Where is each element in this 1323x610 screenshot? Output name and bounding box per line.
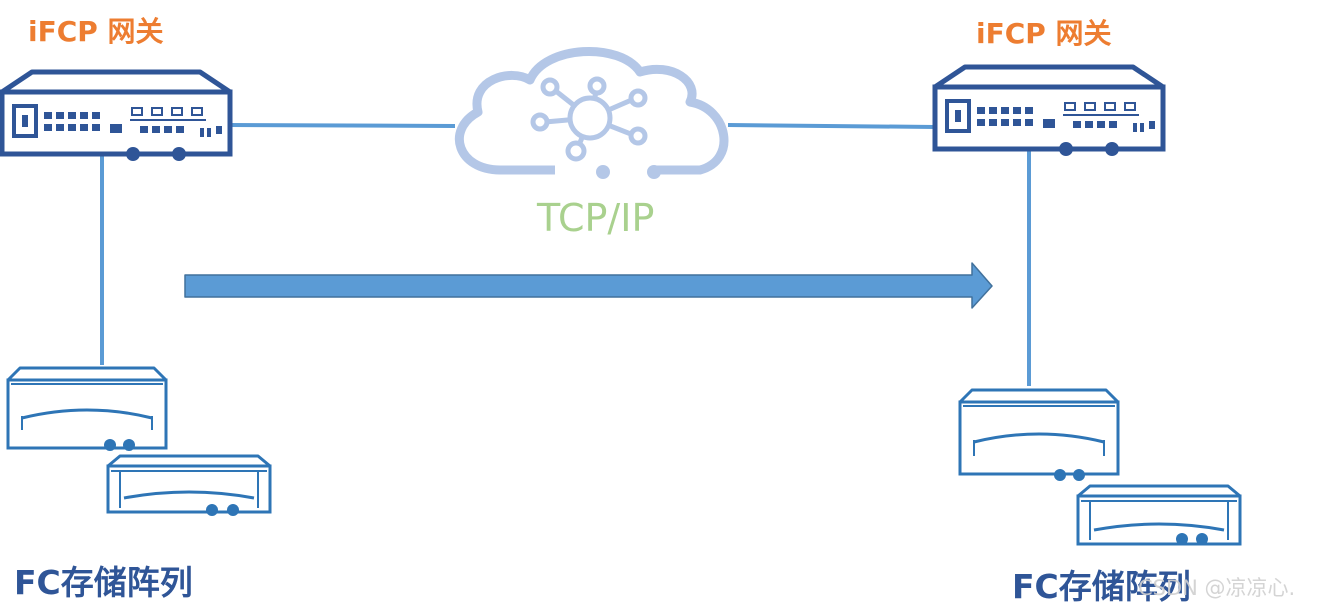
- network-label: TCP/IP: [537, 196, 655, 240]
- right-storage-label: FC存储阵列: [1012, 567, 1191, 606]
- watermark: CSDN @凉凉心.: [1138, 576, 1296, 600]
- link-cloud-right-gateway: [727, 123, 936, 129]
- network-hub-icon: [530, 76, 648, 162]
- right-storage-unit-2: [1076, 484, 1242, 546]
- left-storage-unit-2: [106, 454, 272, 516]
- right-gateway-label: iFCP 网关: [976, 17, 1112, 50]
- left-gateway-device: [0, 69, 233, 161]
- left-storage-unit-1: [6, 366, 168, 451]
- right-gateway-device: [932, 64, 1166, 156]
- left-storage-label: FC存储阵列: [14, 563, 193, 602]
- right-storage-unit-1: [958, 388, 1120, 481]
- link-left-gateway-cloud: [229, 123, 456, 128]
- left-gateway-label: iFCP 网关: [28, 15, 164, 48]
- network-cloud-icon: [454, 46, 729, 180]
- transfer-arrow: [184, 262, 993, 309]
